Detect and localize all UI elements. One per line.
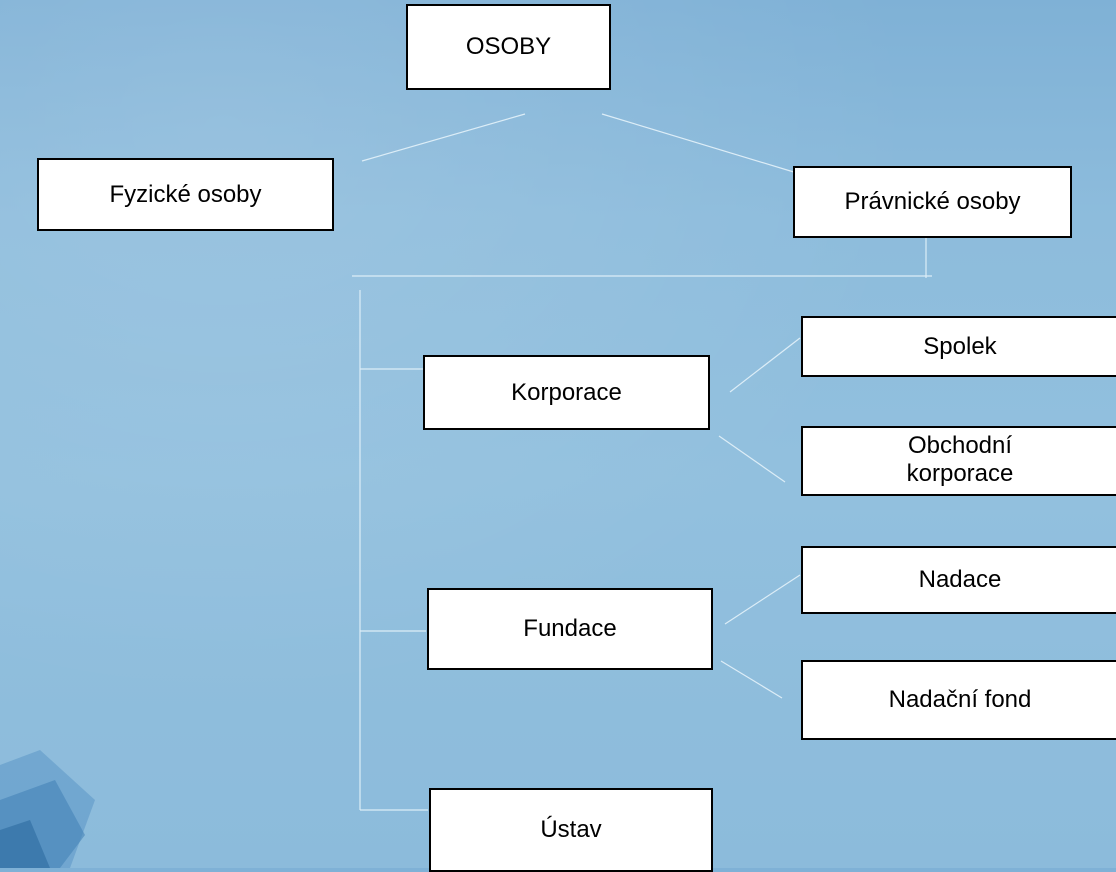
natural-persons-label: Fyzické osoby — [109, 180, 262, 208]
foundations-label: Fundace — [523, 615, 617, 643]
natural-persons-box: Fyzické osoby — [37, 158, 334, 231]
nadacni-fond-box: Nadační fond — [801, 660, 1116, 740]
institute-box: Ústav — [429, 788, 713, 872]
nadace-box: Nadace — [801, 546, 1116, 614]
corporations-box: Korporace — [423, 355, 710, 430]
root-label: OSOBY — [465, 33, 552, 61]
spolek-label: Spolek — [923, 332, 997, 360]
connector-korporace-spolek — [729, 337, 801, 393]
corner-decoration — [0, 750, 95, 868]
connector-root-legal — [601, 113, 798, 174]
nadacni-fond-label: Nadační fond — [888, 686, 1032, 714]
connector-root-natural — [361, 113, 526, 162]
legal-persons-box: Právnické osoby — [793, 166, 1072, 238]
obchodni-korporace-box: Obchodní korporace — [801, 426, 1116, 496]
connector-fundace-fond — [720, 660, 783, 699]
spolek-box: Spolek — [801, 316, 1116, 377]
obchodni-korporace-label: Obchodní korporace — [906, 432, 1014, 487]
nadace-label: Nadace — [918, 566, 1002, 594]
foundations-box: Fundace — [427, 588, 713, 670]
institute-label: Ústav — [540, 816, 602, 844]
corporations-label: Korporace — [511, 378, 622, 406]
connector-korporace-obchodni — [718, 435, 786, 483]
root-box: OSOBY — [406, 4, 611, 90]
connector-fundace-nadace — [724, 574, 801, 625]
legal-persons-label: Právnické osoby — [844, 188, 1021, 216]
